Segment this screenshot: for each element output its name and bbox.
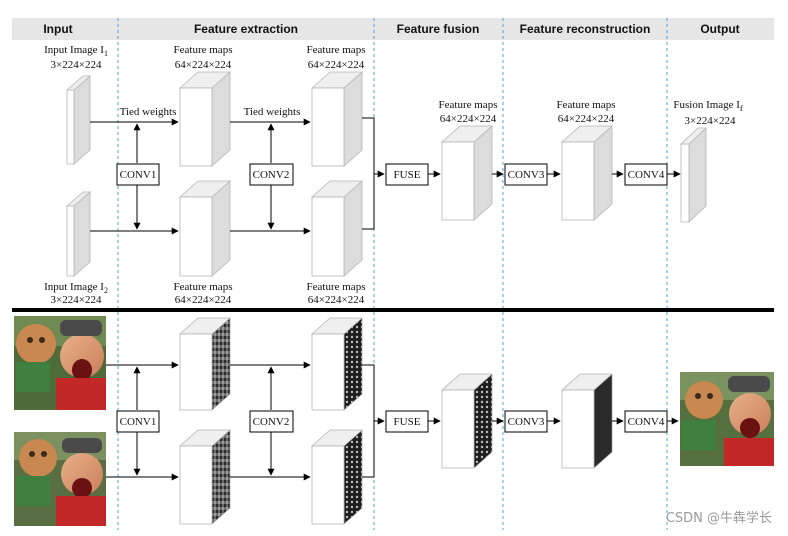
conv2-label: CONV2 (253, 169, 290, 181)
recon-feature-maps-label: Feature maps (557, 99, 616, 111)
conv2-box-bottom (249, 410, 294, 433)
conv4-label-bottom: CONV4 (628, 416, 665, 428)
header-band (12, 18, 774, 40)
input-image-1-label: Input Image I1 (44, 44, 108, 58)
fused-feature-block-bottom (440, 373, 494, 469)
conv1-label-bottom: CONV1 (120, 416, 157, 428)
header-input: Input (43, 22, 72, 36)
tied-weights-label-2: Tied weights (244, 106, 301, 118)
recon-feature-maps-dims: 64×224×224 (558, 113, 615, 125)
fuse-label-bottom: FUSE (394, 416, 421, 428)
input-block-2 (65, 191, 92, 277)
header-feature-reconstruction: Feature reconstruction (520, 22, 651, 36)
input-image-1-dims: 3×224×224 (51, 59, 102, 71)
merge-bracket-bottom (362, 364, 375, 478)
feature-maps-dims-4: 64×224×224 (308, 294, 365, 306)
input-block-1 (65, 75, 92, 165)
merge-bracket-top (362, 117, 375, 230)
fused-feature-block (440, 125, 494, 221)
fuse-label: FUSE (394, 169, 421, 181)
header-feature-fusion: Feature fusion (397, 22, 480, 36)
conv2-box (249, 163, 294, 186)
conv2-label-bottom: CONV2 (253, 416, 290, 428)
feature-maps-dims-3: 64×224×224 (175, 294, 232, 306)
feature-block-2a (310, 71, 364, 167)
conv1-box-bottom (116, 410, 160, 433)
feature-block-4a (310, 317, 364, 411)
watermark: CSDN @牛犇学长 (666, 510, 772, 526)
fusion-image-dims: 3×224×224 (685, 115, 736, 127)
feature-block-1a (178, 71, 232, 167)
feature-maps-dims-1: 64×224×224 (175, 59, 232, 71)
tied-weights-label-1: Tied weights (120, 106, 177, 118)
conv3-label-bottom: CONV3 (508, 416, 545, 428)
recon-feature-block-bottom (560, 373, 614, 469)
input-photo-1 (14, 316, 106, 410)
section-separator (12, 308, 774, 312)
conv4-label: CONV4 (628, 169, 665, 181)
feature-block-3a (178, 317, 232, 411)
feature-maps-label-3: Feature maps (174, 281, 233, 293)
conv1-label: CONV1 (120, 169, 157, 181)
recon-feature-block (560, 125, 614, 221)
feature-block-2b (310, 180, 364, 277)
header-output: Output (700, 22, 739, 36)
fused-feature-maps-dims: 64×224×224 (440, 113, 497, 125)
input-photo-2 (14, 432, 106, 526)
header-feature-extraction: Feature extraction (194, 22, 298, 36)
feature-block-1b (178, 180, 232, 277)
feature-block-3b (178, 429, 232, 525)
feature-block-4b (310, 429, 364, 525)
conv1-box (116, 163, 160, 186)
fused-feature-maps-label: Feature maps (439, 99, 498, 111)
output-block (679, 127, 708, 223)
feature-maps-label-2: Feature maps (307, 44, 366, 56)
feature-maps-label-1: Feature maps (174, 44, 233, 56)
feature-maps-dims-2: 64×224×224 (308, 59, 365, 71)
feature-maps-label-4: Feature maps (307, 281, 366, 293)
input-image-2-label: Input Image I2 (44, 281, 108, 295)
conv3-label: CONV3 (508, 169, 545, 181)
input-image-2-dims: 3×224×224 (51, 294, 102, 306)
output-photo (680, 372, 774, 466)
fusion-image-label: Fusion Image If (673, 99, 743, 113)
